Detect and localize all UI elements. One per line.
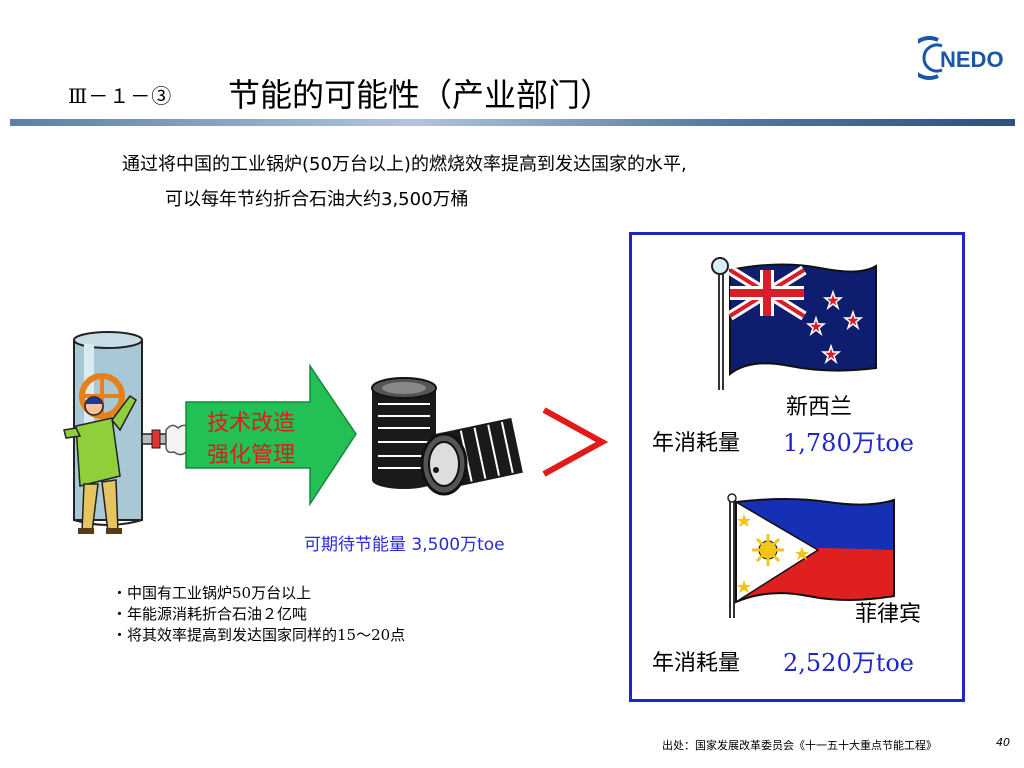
greater-than-symbol <box>542 407 609 477</box>
energy-saving-diagram <box>63 331 523 534</box>
facts-list: ・中国有工业锅炉50万台以上 ・年能源消耗折合石油２亿吨 ・将其效率提高到发达国… <box>112 583 405 646</box>
nedo-logo: NEDO <box>918 36 1004 80</box>
comparison-box <box>629 232 965 702</box>
boiler-worker-icon <box>63 331 197 534</box>
oil-barrels-icon <box>371 377 523 496</box>
arrow-line-1: 技术改造 <box>206 411 295 436</box>
new-zealand-flag-icon <box>711 257 877 390</box>
green-arrow <box>185 363 357 507</box>
nz-consumption-label: 年消耗量 <box>652 431 741 456</box>
ph-country-name: 菲律宾 <box>855 602 922 627</box>
page-title: 节能的可能性（产业部门） <box>228 76 613 114</box>
list-item: ・将其效率提高到发达国家同样的15～20点 <box>112 626 406 644</box>
arrow-caption: 技术改造 强化管理 <box>186 408 316 472</box>
source-citation: 出处：国家发展改革委员会《十一五十大重点节能工程》 <box>662 739 937 752</box>
logo-text: NEDO <box>940 47 1004 72</box>
ph-consumption-value: 2,520万toe <box>783 649 915 677</box>
list-item: ・年能源消耗折合石油２亿吨 <box>112 605 308 623</box>
page-number: 40 <box>996 736 1010 749</box>
intro-line-2: 可以每年节约折合石油大约3,500万桶 <box>165 189 469 210</box>
nz-country-name: 新西兰 <box>786 395 853 420</box>
expected-savings: 可期待节能量 3,500万toe <box>304 535 505 555</box>
intro-line-1: 通过将中国的工业锅炉(50万台以上)的燃烧效率提高到发达国家的水平, <box>122 154 687 175</box>
title-underline-bar <box>10 119 1015 126</box>
list-item: ・中国有工业锅炉50万台以上 <box>112 584 312 602</box>
nz-consumption-value: 1,780万toe <box>783 429 915 457</box>
arrow-line-2: 强化管理 <box>206 443 295 468</box>
section-number: Ⅲ－１－③ <box>68 84 173 108</box>
ph-consumption-label: 年消耗量 <box>652 651 741 676</box>
philippines-flag-icon <box>727 493 895 618</box>
